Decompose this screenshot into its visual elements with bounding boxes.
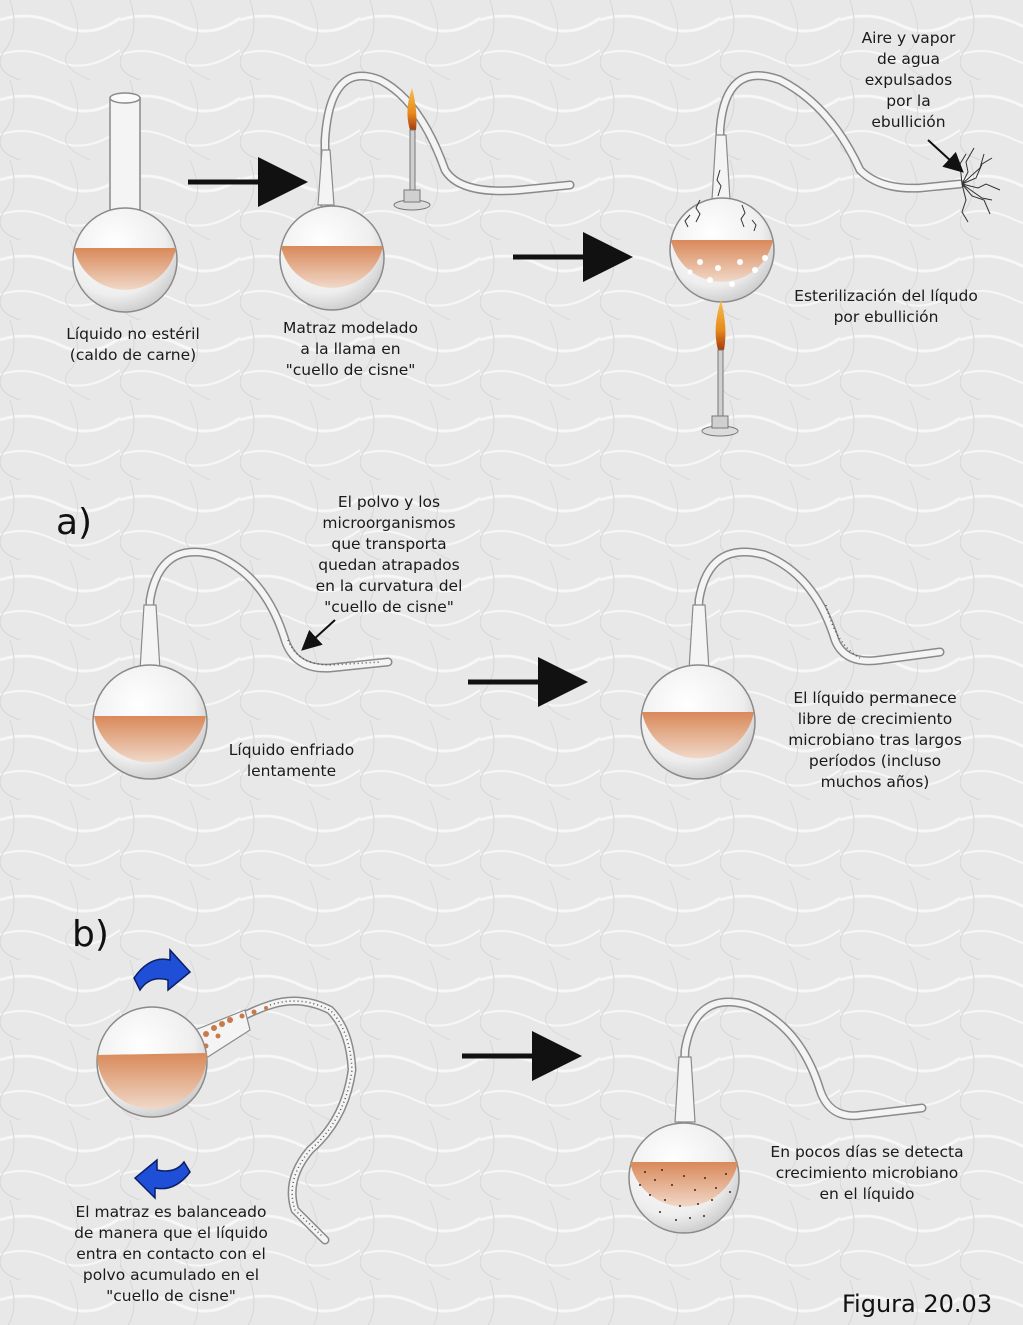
label-nonsterile-broth: Líquido no estéril (caldo de carne) xyxy=(66,325,200,364)
bunsen-burner-1 xyxy=(393,88,431,211)
label-sterilization: Esterilización del líqudo por ebullición xyxy=(794,287,978,326)
label-flask-tilted: El matraz es balanceado de manera que el… xyxy=(74,1203,268,1305)
flask-a-cooled xyxy=(92,547,393,780)
flask-straight-neck xyxy=(72,92,178,313)
flask-a-sterile xyxy=(640,547,945,780)
pointer-arrow-vapor xyxy=(927,139,964,173)
flask-b-tilted xyxy=(96,996,357,1245)
label-cooled-slowly: Líquido enfriado lentamente xyxy=(228,741,355,780)
vapor-burst xyxy=(959,147,1001,223)
label-remains-sterile: El líquido permanece libre de crecimient… xyxy=(788,689,962,791)
label-microbial-growth: En pocos días se detecta crecimiento mic… xyxy=(770,1143,964,1203)
pointer-arrow-dust xyxy=(301,619,336,651)
label-swan-neck-shaped: Matraz modelado a la llama en "cuello de… xyxy=(283,319,418,379)
figure-caption: Figura 20.03 xyxy=(842,1290,993,1318)
section-a-label: a) xyxy=(56,502,93,543)
label-dust-trapped: El polvo y los microorganismos que trans… xyxy=(315,493,463,616)
section-b-label: b) xyxy=(72,914,109,955)
label-air-vapor-expelled: Aire y vapor de agua expulsados por la e… xyxy=(861,29,956,131)
rotate-arrow-top xyxy=(133,948,192,992)
rotate-arrow-bottom xyxy=(133,1158,191,1200)
flask-boiling xyxy=(669,71,965,303)
flask-b-contaminated xyxy=(628,997,927,1234)
bunsen-burner-2 xyxy=(701,300,739,437)
